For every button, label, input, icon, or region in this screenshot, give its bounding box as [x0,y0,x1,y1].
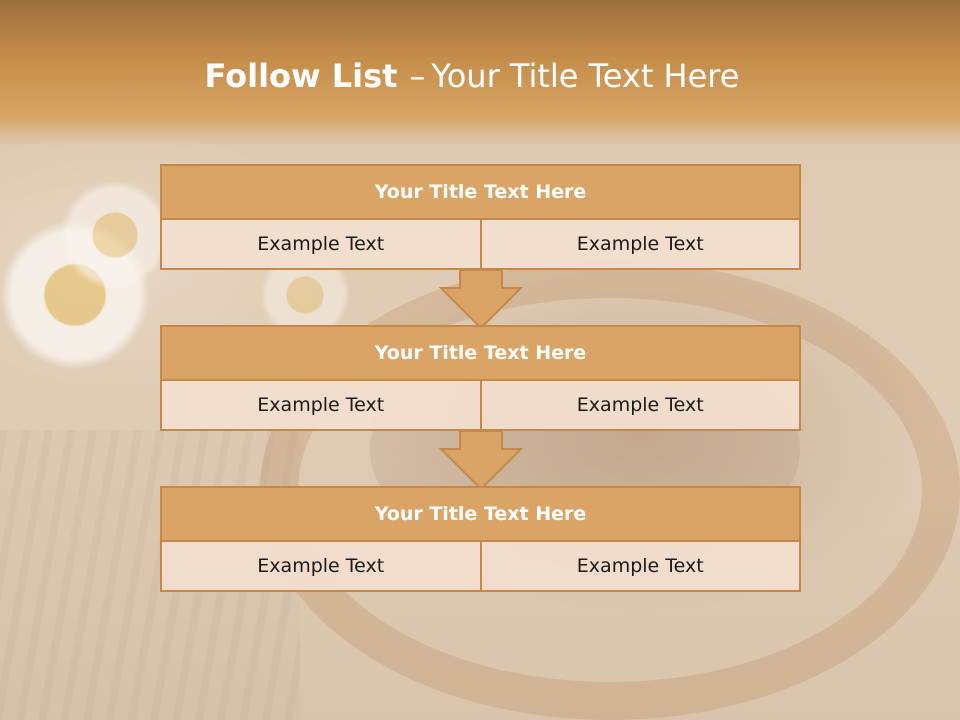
chamomile-flower [60,180,170,290]
block-title[interactable]: Your Title Text Here [160,486,801,542]
block-cell-right[interactable]: Example Text [479,220,800,268]
block-row: Example Text Example Text [160,220,801,270]
block-title[interactable]: Your Title Text Here [160,325,801,381]
slide-title: Follow List–Your Title Text Here [0,52,944,100]
list-block-3: Your Title Text Here Example Text Exampl… [160,486,801,592]
down-arrow-icon [439,431,523,491]
down-arrow-icon [439,270,523,330]
slide-title-separator: – [409,57,426,95]
list-block-2: Your Title Text Here Example Text Exampl… [160,325,801,431]
block-cell-left[interactable]: Example Text [257,394,385,416]
header-band [0,0,960,145]
block-cell-left[interactable]: Example Text [257,233,385,255]
block-row: Example Text Example Text [160,381,801,431]
slide-title-bold: Follow List [204,57,398,95]
block-title[interactable]: Your Title Text Here [160,164,801,220]
slide-title-rest: Your Title Text Here [431,57,740,95]
block-row: Example Text Example Text [160,542,801,592]
block-cell-right[interactable]: Example Text [479,381,800,429]
block-cell-left[interactable]: Example Text [257,555,385,577]
block-cell-right[interactable]: Example Text [479,542,800,590]
list-block-1: Your Title Text Here Example Text Exampl… [160,164,801,270]
